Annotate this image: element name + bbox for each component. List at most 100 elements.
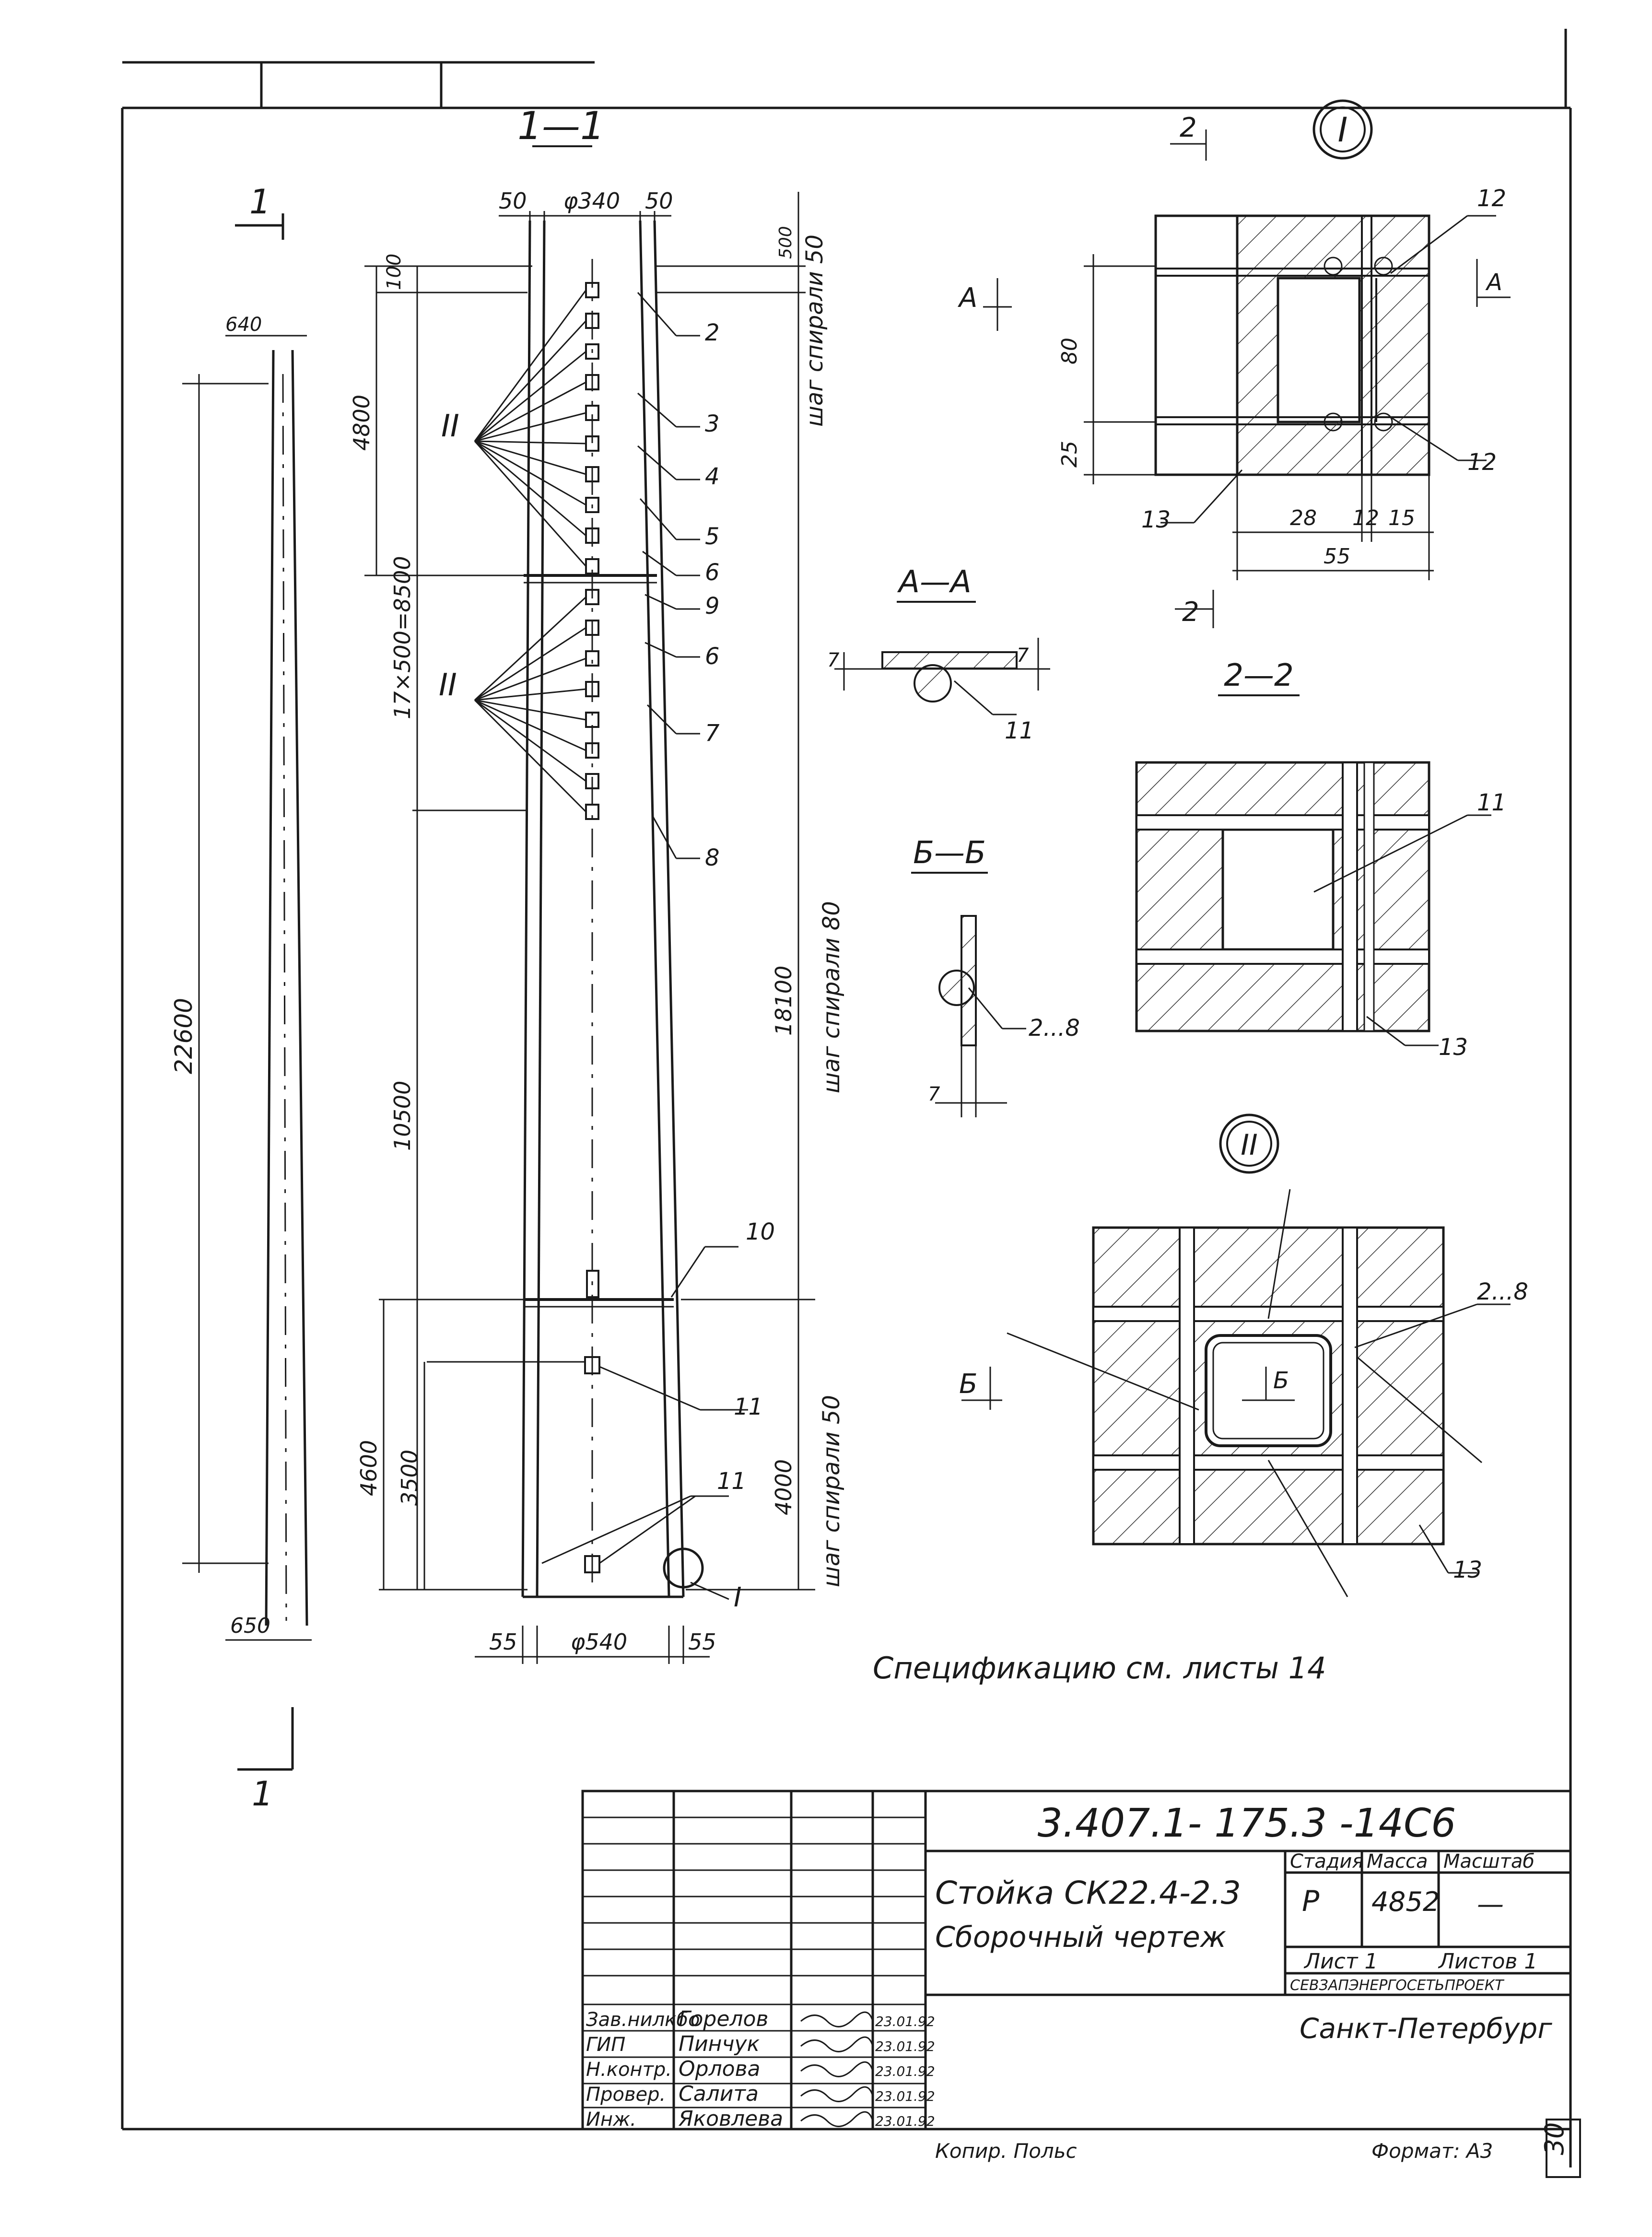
organization: СЕВЗАПЭНЕРГОСЕТЬПРОЕКТ xyxy=(1290,1977,1505,1994)
sheet-number: Лист 1 xyxy=(1303,1949,1378,1974)
aa-dim-right: 7 xyxy=(1017,644,1029,667)
signature-date: 23.01.92 xyxy=(875,2113,935,2129)
main-view-title: 1—1 xyxy=(517,104,605,148)
dim-pitch: 17×500=8500 xyxy=(389,556,415,720)
callout-leaders xyxy=(541,292,748,1564)
section-aa-title: А—А xyxy=(897,564,972,600)
node-leaders xyxy=(474,290,587,813)
dim-650: 650 xyxy=(230,1614,270,1638)
dim-4800: 4800 xyxy=(349,395,375,451)
node-1-cut-a-right: А xyxy=(1485,269,1502,296)
node-2-cut-b-left: Б xyxy=(959,1369,977,1400)
callout-11a: 11 xyxy=(734,1394,763,1420)
dim-bottom-dia: φ540 xyxy=(571,1629,627,1655)
node-leader-line xyxy=(474,441,587,567)
title-block: 3.407.1- 175.3 -14С6 Стойка СК22.4-2.3 С… xyxy=(581,1790,1572,2131)
section-aa: А—А 7 7 11 xyxy=(827,564,1050,744)
node-1-cut-2-bottom: 2 xyxy=(1182,597,1199,628)
signature-name: Яковлева xyxy=(678,2107,783,2131)
spec-note: Спецификацию см. листы 14 xyxy=(873,1651,1326,1686)
pitch-note-bottom: шаг спирали 50 xyxy=(818,1395,845,1587)
node-leader-line xyxy=(474,688,586,701)
node-leader-line xyxy=(474,699,586,751)
node-leader-line xyxy=(474,440,586,537)
pitch-note-middle: шаг спирали 80 xyxy=(818,901,845,1093)
node-1-dim-15: 15 xyxy=(1388,506,1415,530)
signature-role: Провер. xyxy=(586,2084,666,2106)
plate-10 xyxy=(586,1270,599,1298)
node-leader-line xyxy=(474,290,587,442)
node-ref-mid: II xyxy=(439,668,457,703)
mass-value: 4852 xyxy=(1371,1886,1440,1918)
scale-label: Масштаб xyxy=(1443,1851,1535,1873)
callout-6b: 6 xyxy=(705,643,720,670)
dim-4600: 4600 xyxy=(356,1440,382,1496)
node-leader-line xyxy=(474,699,586,721)
node-leader-line xyxy=(474,351,586,442)
mass-label: Масса xyxy=(1367,1851,1428,1873)
signature-scribble xyxy=(800,2111,874,2127)
dim-10500: 10500 xyxy=(389,1081,415,1151)
bb-callout: 2...8 xyxy=(1029,1015,1080,1042)
section-22-callout-11: 11 xyxy=(1477,789,1506,816)
stage-value: Р xyxy=(1302,1885,1320,1918)
node-1-cut-a-left: А xyxy=(958,282,977,314)
callout-10: 10 xyxy=(746,1218,775,1245)
dim-3500: 3500 xyxy=(397,1450,422,1506)
cut-mark-bottom: 1 xyxy=(252,1774,273,1814)
node-2: II Б Б 2...8 13 xyxy=(959,1113,1528,1597)
main-view: 1—1 1 1 II II xyxy=(235,104,845,1814)
signature-scribble xyxy=(800,2061,874,2077)
node-2-callout-2-8: 2...8 xyxy=(1477,1278,1528,1305)
callout-3: 3 xyxy=(705,410,720,437)
copied-by: Копир. Польс xyxy=(935,2139,1077,2163)
callout-11b: 11 xyxy=(717,1468,746,1495)
callout-2: 2 xyxy=(705,319,720,346)
signature-scribble xyxy=(800,2086,874,2102)
signature-date: 23.01.92 xyxy=(875,2063,935,2079)
signature-role: Инж. xyxy=(586,2108,636,2131)
dim-22600: 22600 xyxy=(170,998,198,1074)
side-view: 640 22600 650 xyxy=(170,314,312,1641)
signature-role: Зав.нилкбо xyxy=(586,2009,700,2031)
node-leader-line xyxy=(474,596,587,701)
dim-top-left: 50 xyxy=(499,188,527,214)
node-1-dim-55: 55 xyxy=(1324,544,1350,569)
node-1-dim-25: 25 xyxy=(1057,441,1082,468)
dim-18100: 18100 xyxy=(771,966,797,1036)
node-leader-line xyxy=(474,381,586,442)
node-leader-line xyxy=(474,657,586,701)
node-2-label: II xyxy=(1241,1128,1257,1162)
stage-label: Стадия xyxy=(1290,1851,1363,1873)
plate-11-a xyxy=(584,1356,600,1374)
node-leader-line xyxy=(474,412,586,442)
plate-11-b xyxy=(584,1555,600,1573)
city: Санкт-Петербург xyxy=(1300,2012,1552,2045)
node-1-callout-13: 13 xyxy=(1141,506,1171,533)
signature-role: ГИП xyxy=(586,2034,625,2056)
signature-name: Орлова xyxy=(679,2057,761,2081)
node-ref-bottom: I xyxy=(734,1582,742,1613)
dim-bottom-left: 55 xyxy=(489,1629,517,1655)
signature-date: 23.01.92 xyxy=(875,2014,935,2029)
node-1-dim-80: 80 xyxy=(1057,338,1082,364)
page-number-box xyxy=(1546,2119,1581,2178)
callout-7: 7 xyxy=(705,720,720,747)
scale-value: — xyxy=(1477,1889,1504,1920)
dim-640: 640 xyxy=(225,314,262,336)
bb-dim-bottom: 7 xyxy=(928,1083,940,1105)
dim-top-dia: φ340 xyxy=(563,188,620,214)
signature-date: 23.01.92 xyxy=(875,2088,935,2104)
section-bb-title: Б—Б xyxy=(913,835,986,871)
doc-code: 3.407.1- 175.3 -14С6 xyxy=(1038,1801,1456,1846)
node-1-dim-12: 12 xyxy=(1352,506,1379,530)
aa-callout-11: 11 xyxy=(1005,717,1034,744)
signature-name: Горелов xyxy=(679,2007,768,2031)
callout-4: 4 xyxy=(705,463,720,490)
node-1-cut-2-top: 2 xyxy=(1180,112,1197,143)
section-22-callout-13: 13 xyxy=(1439,1034,1468,1061)
section-22: 2—2 11 13 xyxy=(1135,658,1506,1061)
callout-9: 9 xyxy=(705,593,720,620)
pitch-note-top: шаг спирали 50 xyxy=(801,234,828,427)
